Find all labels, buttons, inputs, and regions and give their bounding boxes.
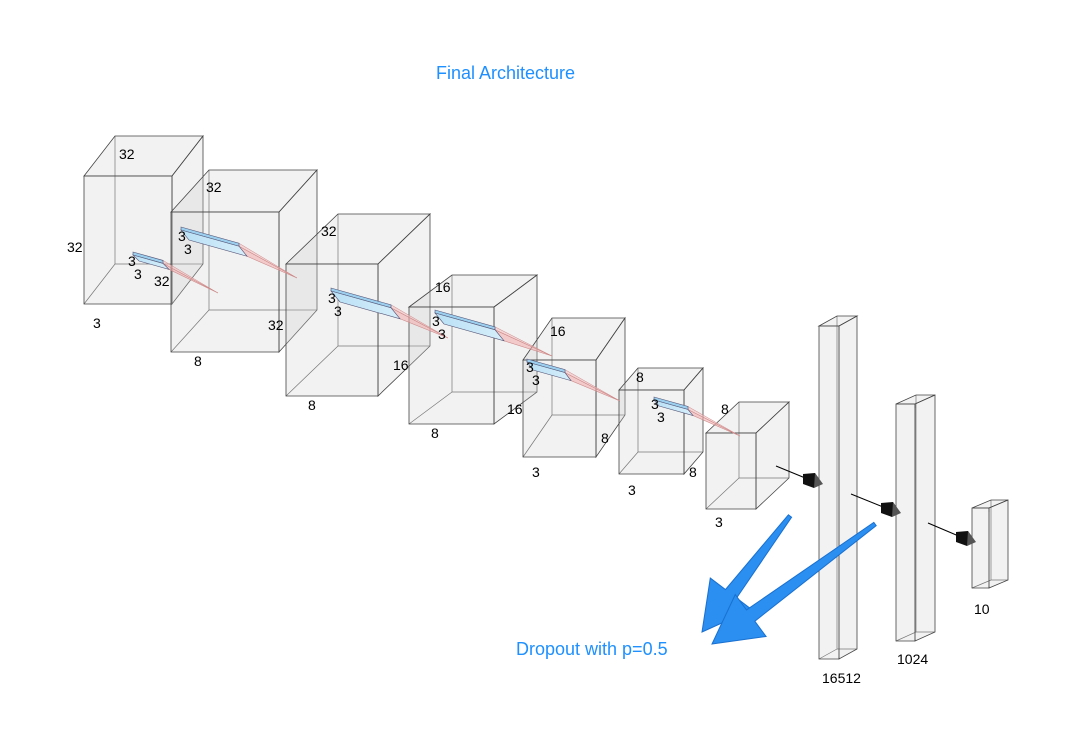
conv-block-5-label-3: 3: [532, 464, 540, 480]
conv-block-7: [704, 401, 791, 510]
kernel-1-label-1: 3: [128, 253, 136, 269]
kernel-2-label-1: 3: [178, 228, 186, 244]
conv-block-5-label-2: 8: [601, 430, 609, 446]
kernel-5-label-2: 3: [532, 372, 540, 388]
conv-block-2-label-1: 32: [206, 179, 222, 195]
conv-block-3-label-2: 16: [393, 357, 409, 373]
conv-block-5: [522, 316, 626, 459]
connection-arrow-1: [775, 465, 823, 488]
kernel-1-label-3: 32: [154, 273, 170, 289]
conv-block-1: [83, 134, 204, 306]
conv-block-6-label-1: 8: [636, 369, 644, 385]
conv-block-6: [618, 366, 704, 476]
conv-block-4-label-1: 16: [435, 279, 451, 295]
kernel-3-label-2: 3: [334, 303, 342, 319]
conv-block-1-label-2: 32: [67, 239, 83, 255]
connection-arrow-2: [850, 493, 901, 517]
kernel-1-label-2: 3: [134, 266, 142, 282]
kernel-2-label-2: 3: [184, 241, 192, 257]
conv-block-5-label-1: 16: [550, 323, 566, 339]
flatten: [817, 315, 859, 660]
kernel-4-label-1: 3: [432, 313, 440, 329]
output: [971, 499, 1009, 589]
conv-block-3-label-1: 32: [321, 223, 337, 239]
kernel-4: [434, 309, 505, 342]
dense-1024-label: 1024: [897, 651, 928, 667]
kernel-6-label-2: 3: [657, 409, 665, 425]
conv-block-4-label-2: 16: [507, 401, 523, 417]
kernel-1: [131, 251, 171, 270]
kernel-3-label-1: 3: [328, 290, 336, 306]
connection-arrow-3: [927, 522, 976, 546]
dropout-annotation: Dropout with p=0.5: [516, 639, 668, 659]
conv-block-1-label-3: 3: [93, 315, 101, 331]
flatten-label: 16512: [822, 670, 861, 686]
kernel-2: [180, 226, 248, 257]
conv-block-1-label-1: 32: [119, 146, 135, 162]
output-label: 10: [974, 601, 990, 617]
conv-block-2-label-3: 8: [194, 353, 202, 369]
kernel-5: [526, 358, 572, 382]
conv-block-4-label-3: 8: [431, 425, 439, 441]
conv-block-2: [170, 168, 318, 354]
dense-1024: [895, 394, 936, 642]
conv-block-7-label-2: 3: [715, 514, 723, 530]
kernel-6: [653, 396, 694, 417]
conv-block-6-label-3: 3: [628, 482, 636, 498]
kernel-3: [330, 287, 401, 320]
conv-block-6-label-2: 8: [689, 464, 697, 480]
kernel-4-label-2: 3: [438, 326, 446, 342]
dropout-arrow-2: [711, 521, 877, 645]
kernel-6-label-1: 3: [651, 396, 659, 412]
conv-block-3-label-3: 8: [308, 397, 316, 413]
conv-block-2-label-2: 32: [268, 317, 284, 333]
conv-block-7-label-1: 8: [721, 401, 729, 417]
diagram-title: Final Architecture: [436, 63, 576, 83]
kernel-5-label-1: 3: [526, 359, 534, 375]
conv-block-4: [407, 274, 539, 425]
